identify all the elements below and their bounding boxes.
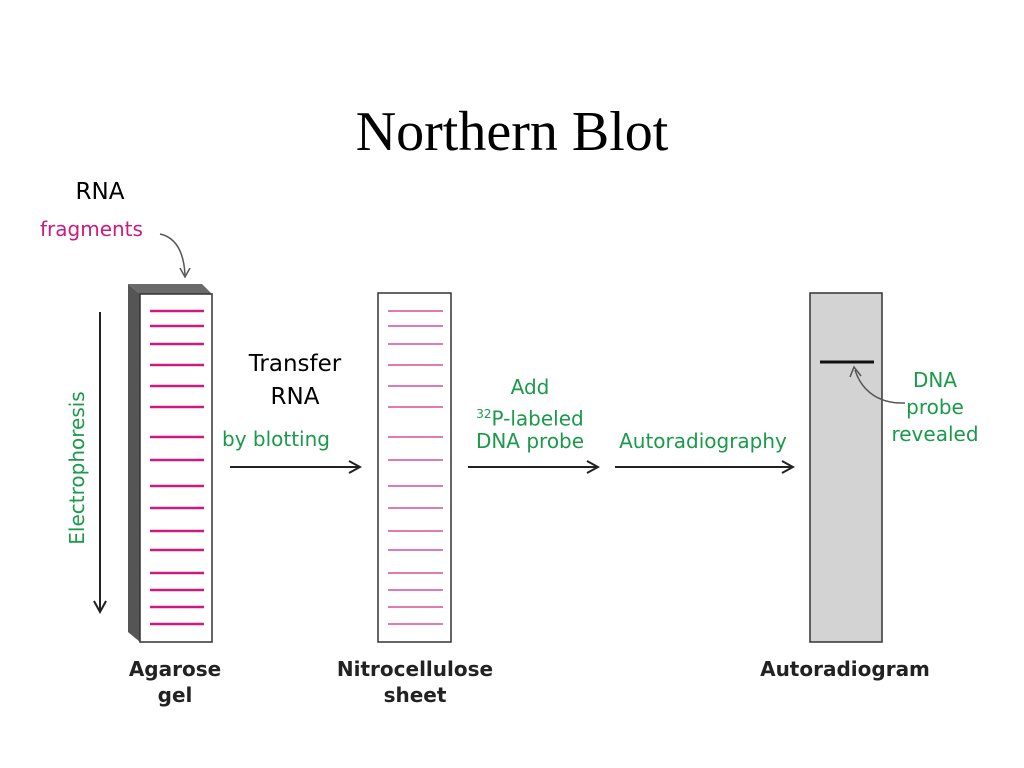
agarose-gel [128,284,213,643]
nitrocellulose-membrane [377,292,452,643]
agarose-gel-label-line2: gel [157,683,193,707]
autoradiogram-label: Autoradiogram [760,657,930,681]
probe-revealed-arrowhead [849,365,862,378]
add-probe-superscript: 32 [476,407,492,421]
gel-top-face [128,284,212,294]
fragments-pointer-arrowhead [179,267,191,279]
nitrocellulose-label-line1: Nitrocellulose [336,657,494,681]
autoradiogram-film [809,292,883,643]
fragments-label: fragments [40,217,143,241]
dna-probe-revealed-line2: probe [906,395,964,419]
page-title: Northern Blot [355,101,669,163]
dna-probe-revealed-line1: DNA [912,368,958,392]
gel-front-face [139,293,213,643]
nitrocellulose-sheet [377,292,452,643]
transfer-label-line1: Transfer [248,351,342,377]
agarose-gel-label-line1: Agarose [128,657,222,681]
probe-revealed-pointer [854,369,906,404]
electrophoresis-label: Electrophoresis [65,391,89,544]
add-probe-line2-wrap: 32P-labeled [455,401,605,433]
transfer-label-line2: RNA [270,384,320,410]
fragments-pointer-arrow [159,233,186,276]
add-probe-line2: P-labeled [491,406,584,431]
gel-bands [150,309,204,626]
add-probe-line1: Add [510,375,550,399]
rna-label: RNA [75,179,125,205]
blotting-label: by blotting [222,427,330,451]
gel-side-face [128,284,140,642]
autoradiography-label: Autoradiography [619,429,787,453]
nitrocellulose-bands [388,310,443,625]
autoradiogram [809,292,883,643]
add-probe-line3: DNA probe [475,429,585,453]
dna-probe-revealed-line3: revealed [891,422,979,446]
nitrocellulose-label-line2: sheet [383,683,447,707]
